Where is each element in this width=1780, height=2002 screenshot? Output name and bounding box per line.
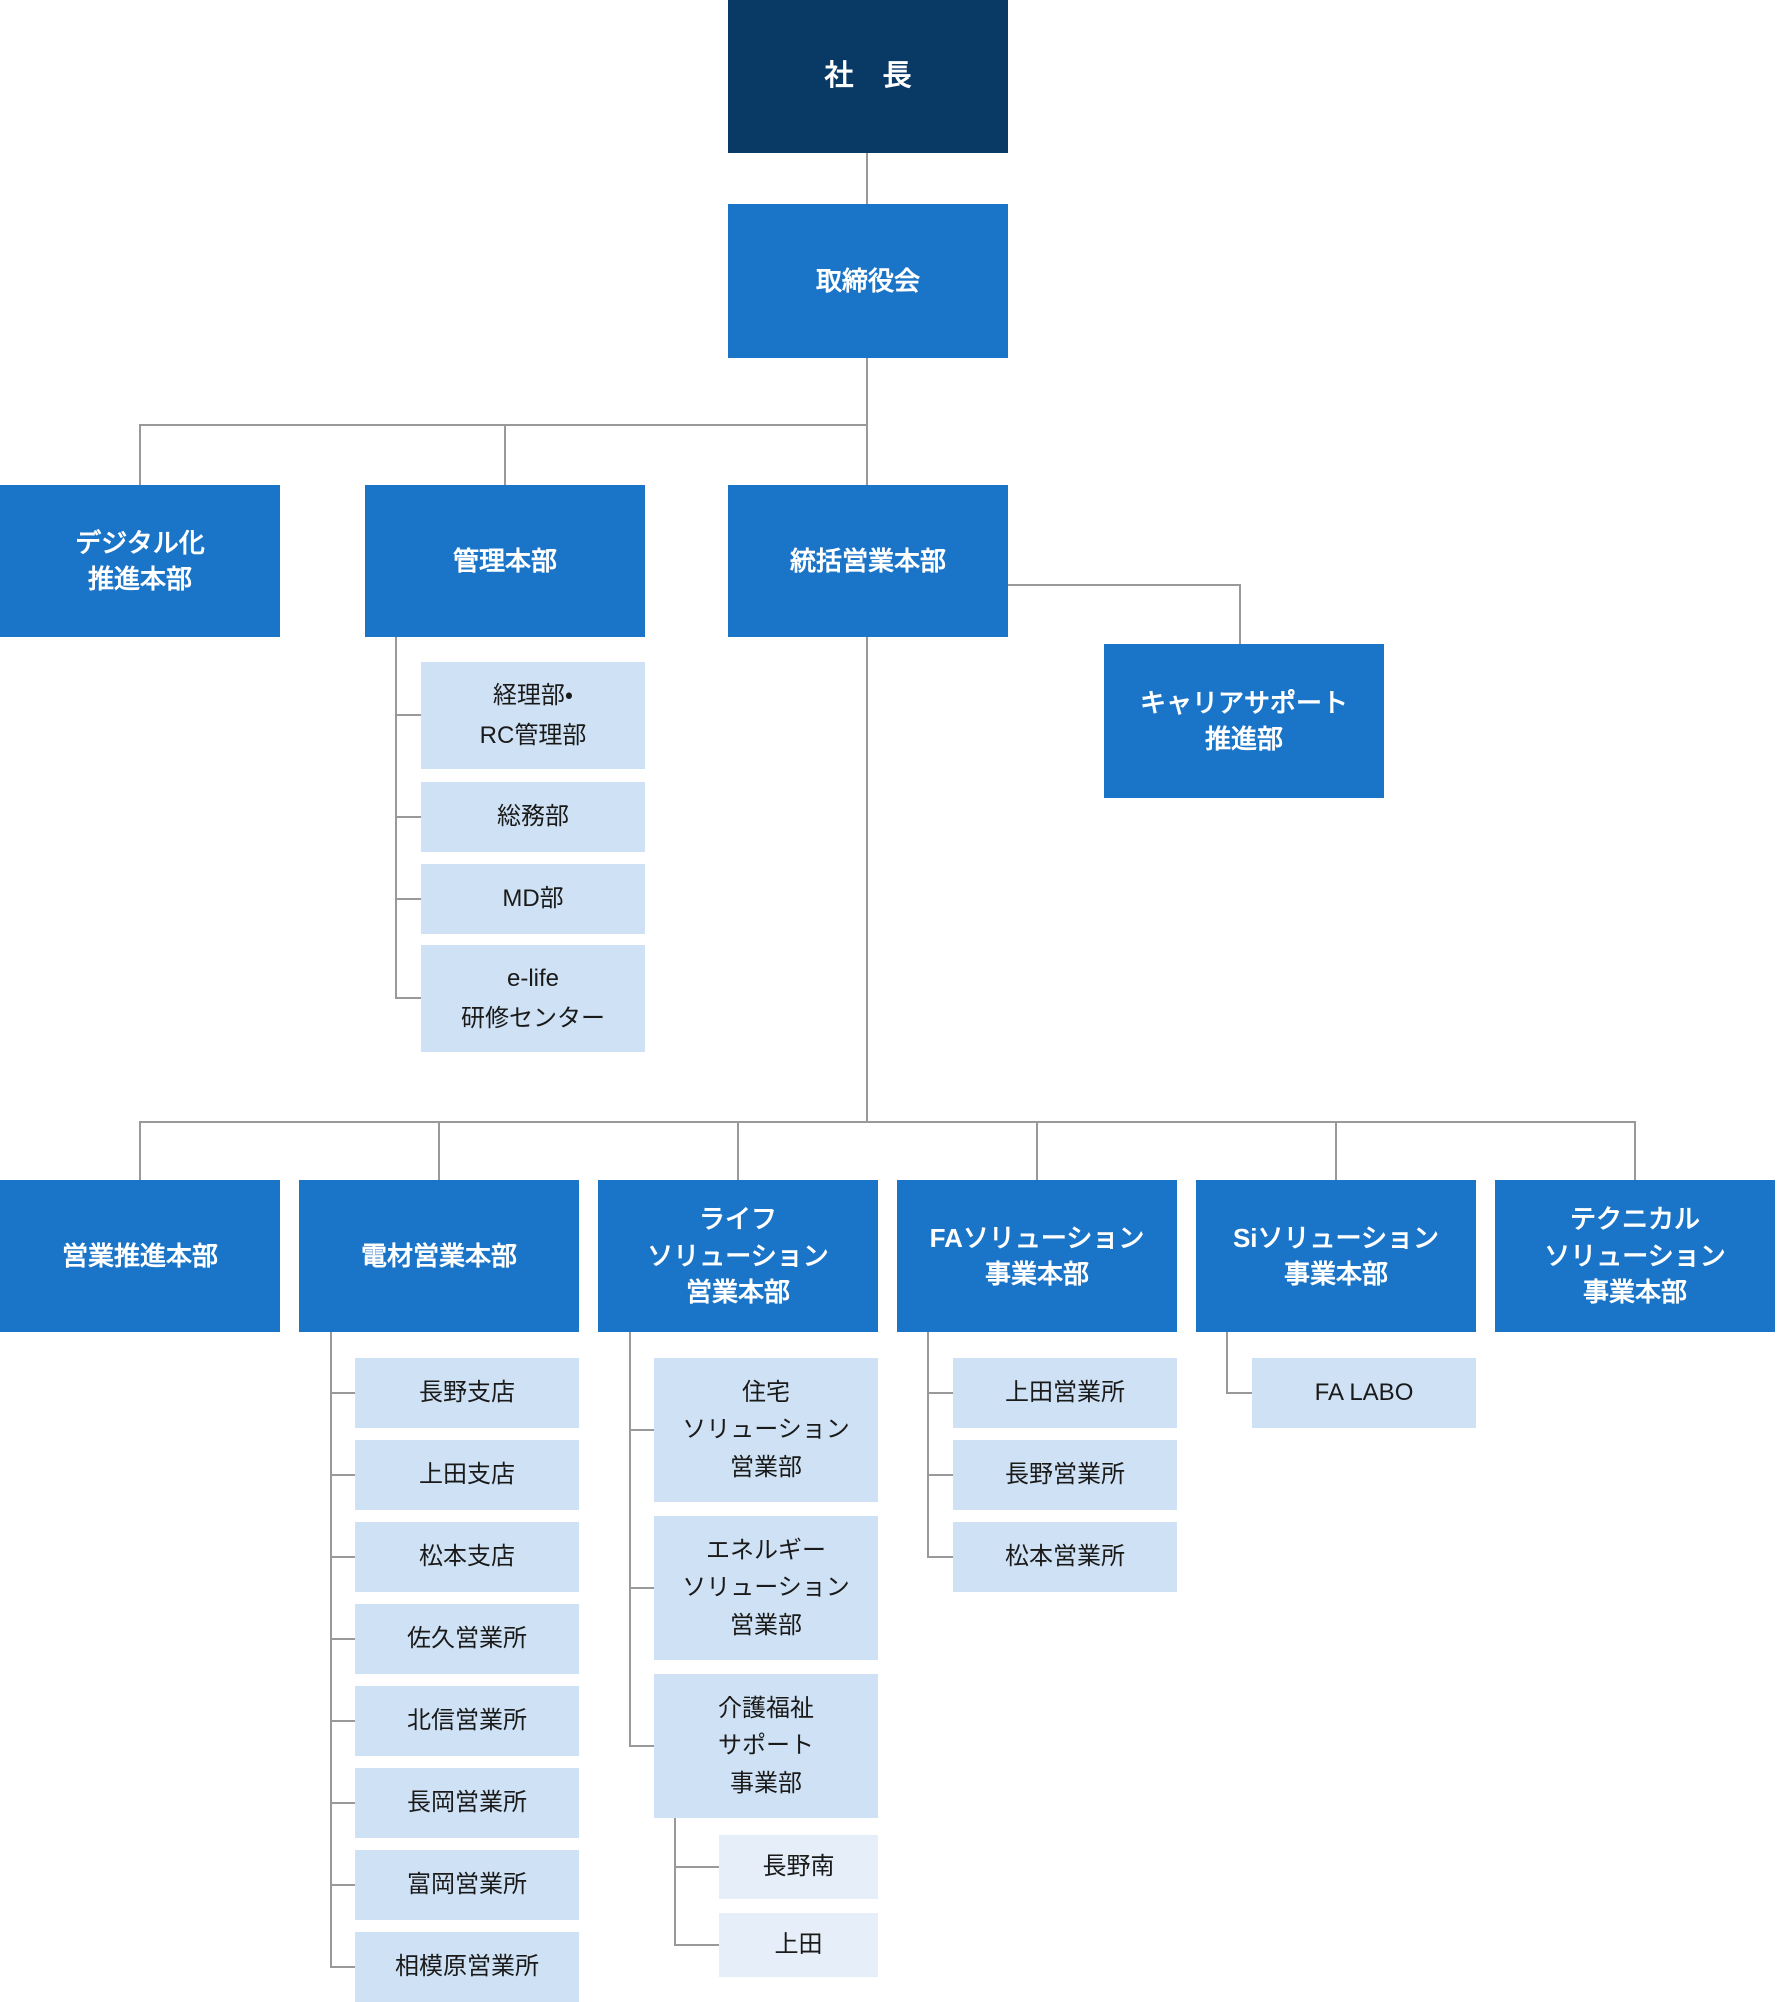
connector-stub [330, 1474, 355, 1476]
connector-drop-technical [1634, 1121, 1636, 1180]
connector-branch2-horizontal [139, 1121, 1636, 1123]
node-denzai-sales-hq: 電材営業本部 [299, 1180, 579, 1332]
connector-stub [1226, 1392, 1252, 1394]
connector-fa-trunk [927, 1332, 929, 1558]
node-nagano-branch: 長野支店 [355, 1358, 579, 1428]
node-kaigo-fukushi-support-dept: 介護福祉 サポート 事業部 [654, 1674, 878, 1818]
node-ueda-branch: 上田支店 [355, 1440, 579, 1510]
connector-stub [674, 1944, 719, 1946]
connector-stub [395, 898, 421, 900]
connector-drop-digital [139, 424, 141, 485]
node-fa-solution-hq: FAソリューション 事業本部 [897, 1180, 1177, 1332]
connector-stub [674, 1866, 719, 1868]
connector-admin-trunk [395, 637, 397, 999]
connector-board-branch [866, 358, 868, 485]
node-nagano-sales-office: 長野営業所 [953, 1440, 1177, 1510]
connector-stub [330, 1720, 355, 1722]
connector-stub [927, 1474, 953, 1476]
node-matsumoto-branch: 松本支店 [355, 1522, 579, 1592]
node-board-of-directors: 取締役会 [728, 204, 1008, 358]
connector-si-trunk [1226, 1332, 1228, 1394]
connector-stub [330, 1802, 355, 1804]
node-nagaoka-office: 長岡営業所 [355, 1768, 579, 1838]
connector-denzai-trunk [330, 1332, 332, 1968]
node-soumu-dept: 総務部 [421, 782, 645, 852]
connector-drop-fa [1036, 1121, 1038, 1180]
node-elife-training-center: e-life 研修センター [421, 945, 645, 1052]
node-housing-solution-dept: 住宅 ソリューション 営業部 [654, 1358, 878, 1502]
connector-stub [330, 1966, 355, 1968]
node-ueda-office-kaigo: 上田 [719, 1913, 878, 1977]
node-ueda-sales-office: 上田営業所 [953, 1358, 1177, 1428]
connector-career-drop [1239, 584, 1241, 644]
connector-stub [629, 1587, 654, 1589]
node-admin-hq: 管理本部 [365, 485, 645, 637]
node-career-support-dept: キャリアサポート 推進部 [1104, 644, 1384, 798]
node-si-solution-hq: Siソリューション 事業本部 [1196, 1180, 1476, 1332]
connector-stub [395, 997, 421, 999]
connector-stub [395, 714, 421, 716]
connector-stub [629, 1429, 654, 1431]
node-md-dept: MD部 [421, 864, 645, 934]
node-nagano-minami-office: 長野南 [719, 1835, 878, 1899]
node-matsumoto-sales-office: 松本営業所 [953, 1522, 1177, 1592]
connector-stub [330, 1556, 355, 1558]
node-life-solution-hq: ライフ ソリューション 営業本部 [598, 1180, 878, 1332]
node-digital-promotion-hq: デジタル化 推進本部 [0, 485, 280, 637]
connector-president-board [866, 153, 868, 204]
connector-sales-trunk [866, 637, 868, 1123]
node-hokushin-office: 北信営業所 [355, 1686, 579, 1756]
node-sales-promotion-hq: 営業推進本部 [0, 1180, 280, 1332]
connector-stub [330, 1638, 355, 1640]
connector-stub [927, 1556, 953, 1558]
connector-drop-promo [139, 1121, 141, 1180]
connector-stub [395, 816, 421, 818]
connector-branch1-horizontal [139, 424, 868, 426]
node-fa-labo: FA LABO [1252, 1358, 1476, 1428]
connector-kaigo-trunk [674, 1818, 676, 1946]
node-keiri-rc-dept: 経理部・ RC管理部 [421, 662, 645, 769]
node-technical-solution-hq: テクニカル ソリューション 事業本部 [1495, 1180, 1775, 1332]
connector-stub [330, 1884, 355, 1886]
connector-career-horizontal [1008, 584, 1241, 586]
connector-drop-life [737, 1121, 739, 1180]
node-sagamihara-office: 相模原営業所 [355, 1932, 579, 2002]
connector-drop-denzai [438, 1121, 440, 1180]
connector-drop-si [1335, 1121, 1337, 1180]
node-saku-office: 佐久営業所 [355, 1604, 579, 1674]
node-president: 社 長 [728, 0, 1008, 153]
connector-stub [927, 1392, 953, 1394]
connector-stub [330, 1392, 355, 1394]
connector-life-trunk [629, 1332, 631, 1747]
node-general-sales-hq: 統括営業本部 [728, 485, 1008, 637]
node-energy-solution-dept: エネルギー ソリューション 営業部 [654, 1516, 878, 1660]
node-tomioka-office: 富岡営業所 [355, 1850, 579, 1920]
connector-drop-admin [504, 424, 506, 485]
connector-stub [629, 1745, 654, 1747]
